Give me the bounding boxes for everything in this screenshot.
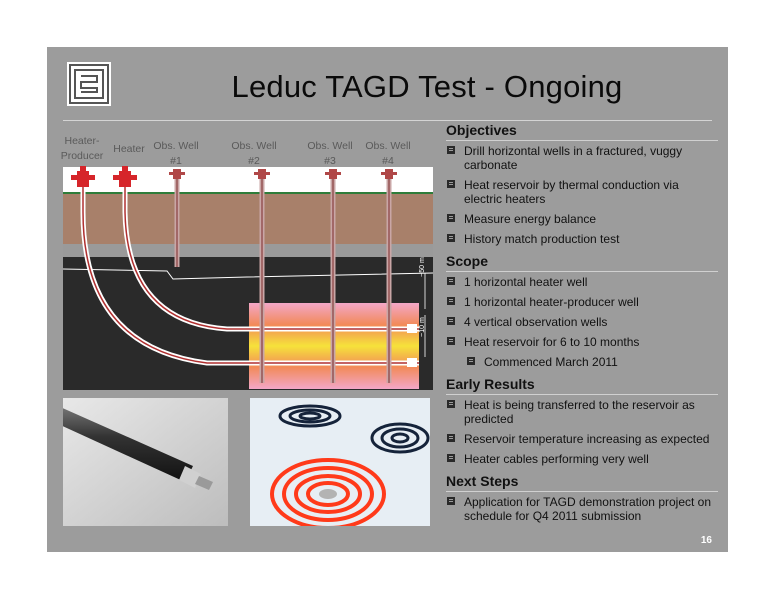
slide: Leduc TAGD Test - Ongoing Heater-Produce… bbox=[47, 47, 728, 552]
heading-objectives: Objectives bbox=[446, 122, 517, 138]
label-obs-well-1: Obs. Well#1 bbox=[153, 140, 199, 167]
list-item: Heat reservoir for 6 to 10 months bbox=[446, 335, 718, 349]
heading-early-results: Early Results bbox=[446, 376, 535, 392]
page-number: 16 bbox=[700, 535, 712, 546]
company-logo bbox=[67, 62, 111, 106]
label-heater-producer: Heater-Producer bbox=[60, 135, 104, 162]
divider bbox=[446, 271, 718, 272]
list-subitem: Commenced March 2011 bbox=[446, 355, 718, 369]
list-item: Heater cables performing very well bbox=[446, 452, 718, 466]
list-item: 4 vertical observation wells bbox=[446, 315, 718, 329]
dimension-50m: ~50 m bbox=[419, 257, 426, 277]
slide-title: Leduc TAGD Test - Ongoing bbox=[231, 69, 623, 104]
bullet-icon bbox=[447, 146, 455, 154]
heading-next-steps: Next Steps bbox=[446, 473, 519, 489]
label-obs-well-2: Obs. Well#2 bbox=[231, 140, 277, 167]
section-next-steps: Next Steps Application for TAGD demonstr… bbox=[446, 472, 718, 523]
bullet-icon bbox=[447, 454, 455, 462]
wellhead-heater-producer bbox=[71, 166, 95, 187]
bullet-icon bbox=[447, 234, 455, 242]
list-item: Reservoir temperature increasing as expe… bbox=[446, 432, 718, 446]
stove-coil-photo bbox=[250, 398, 430, 526]
well-diagram bbox=[63, 166, 433, 390]
list-item: 1 horizontal heater well bbox=[446, 275, 718, 289]
label-obs-well-4: Obs. Well#4 bbox=[365, 140, 411, 167]
list-item: Application for TAGD demonstration proje… bbox=[446, 495, 718, 523]
bullet-icon bbox=[447, 277, 455, 285]
list-item: History match production test bbox=[446, 232, 718, 246]
section-objectives: Objectives Drill horizontal wells in a f… bbox=[446, 121, 718, 246]
list-item: Heat reservoir by thermal conduction via… bbox=[446, 178, 718, 206]
bullet-icon bbox=[447, 497, 455, 505]
list-item: 1 horizontal heater-producer well bbox=[446, 295, 718, 309]
bullet-icon bbox=[447, 297, 455, 305]
section-early-results: Early Results Heat is being transferred … bbox=[446, 375, 718, 466]
divider bbox=[446, 491, 718, 492]
title-divider bbox=[63, 120, 712, 121]
list-item: Measure energy balance bbox=[446, 212, 718, 226]
heading-scope: Scope bbox=[446, 253, 489, 269]
list-item: Drill horizontal wells in a fractured, v… bbox=[446, 144, 718, 172]
section-scope: Scope 1 horizontal heater well 1 horizon… bbox=[446, 252, 718, 369]
bullet-icon bbox=[467, 357, 475, 365]
list-item: Heat is being transferred to the reservo… bbox=[446, 398, 718, 426]
bullet-icon bbox=[447, 434, 455, 442]
bullet-icon bbox=[447, 337, 455, 345]
text-column: Objectives Drill horizontal wells in a f… bbox=[446, 121, 718, 529]
dimension-10m: ~10 m bbox=[419, 317, 426, 337]
wellhead-heater bbox=[113, 166, 137, 187]
bullet-icon bbox=[447, 180, 455, 188]
heater-cable-photo bbox=[63, 398, 228, 526]
bullet-icon bbox=[447, 400, 455, 408]
label-obs-well-3: Obs. Well#3 bbox=[307, 140, 353, 167]
bullet-icon bbox=[447, 317, 455, 325]
bullet-icon bbox=[447, 214, 455, 222]
divider bbox=[446, 394, 718, 395]
divider bbox=[446, 140, 718, 141]
label-heater: Heater bbox=[113, 143, 145, 155]
